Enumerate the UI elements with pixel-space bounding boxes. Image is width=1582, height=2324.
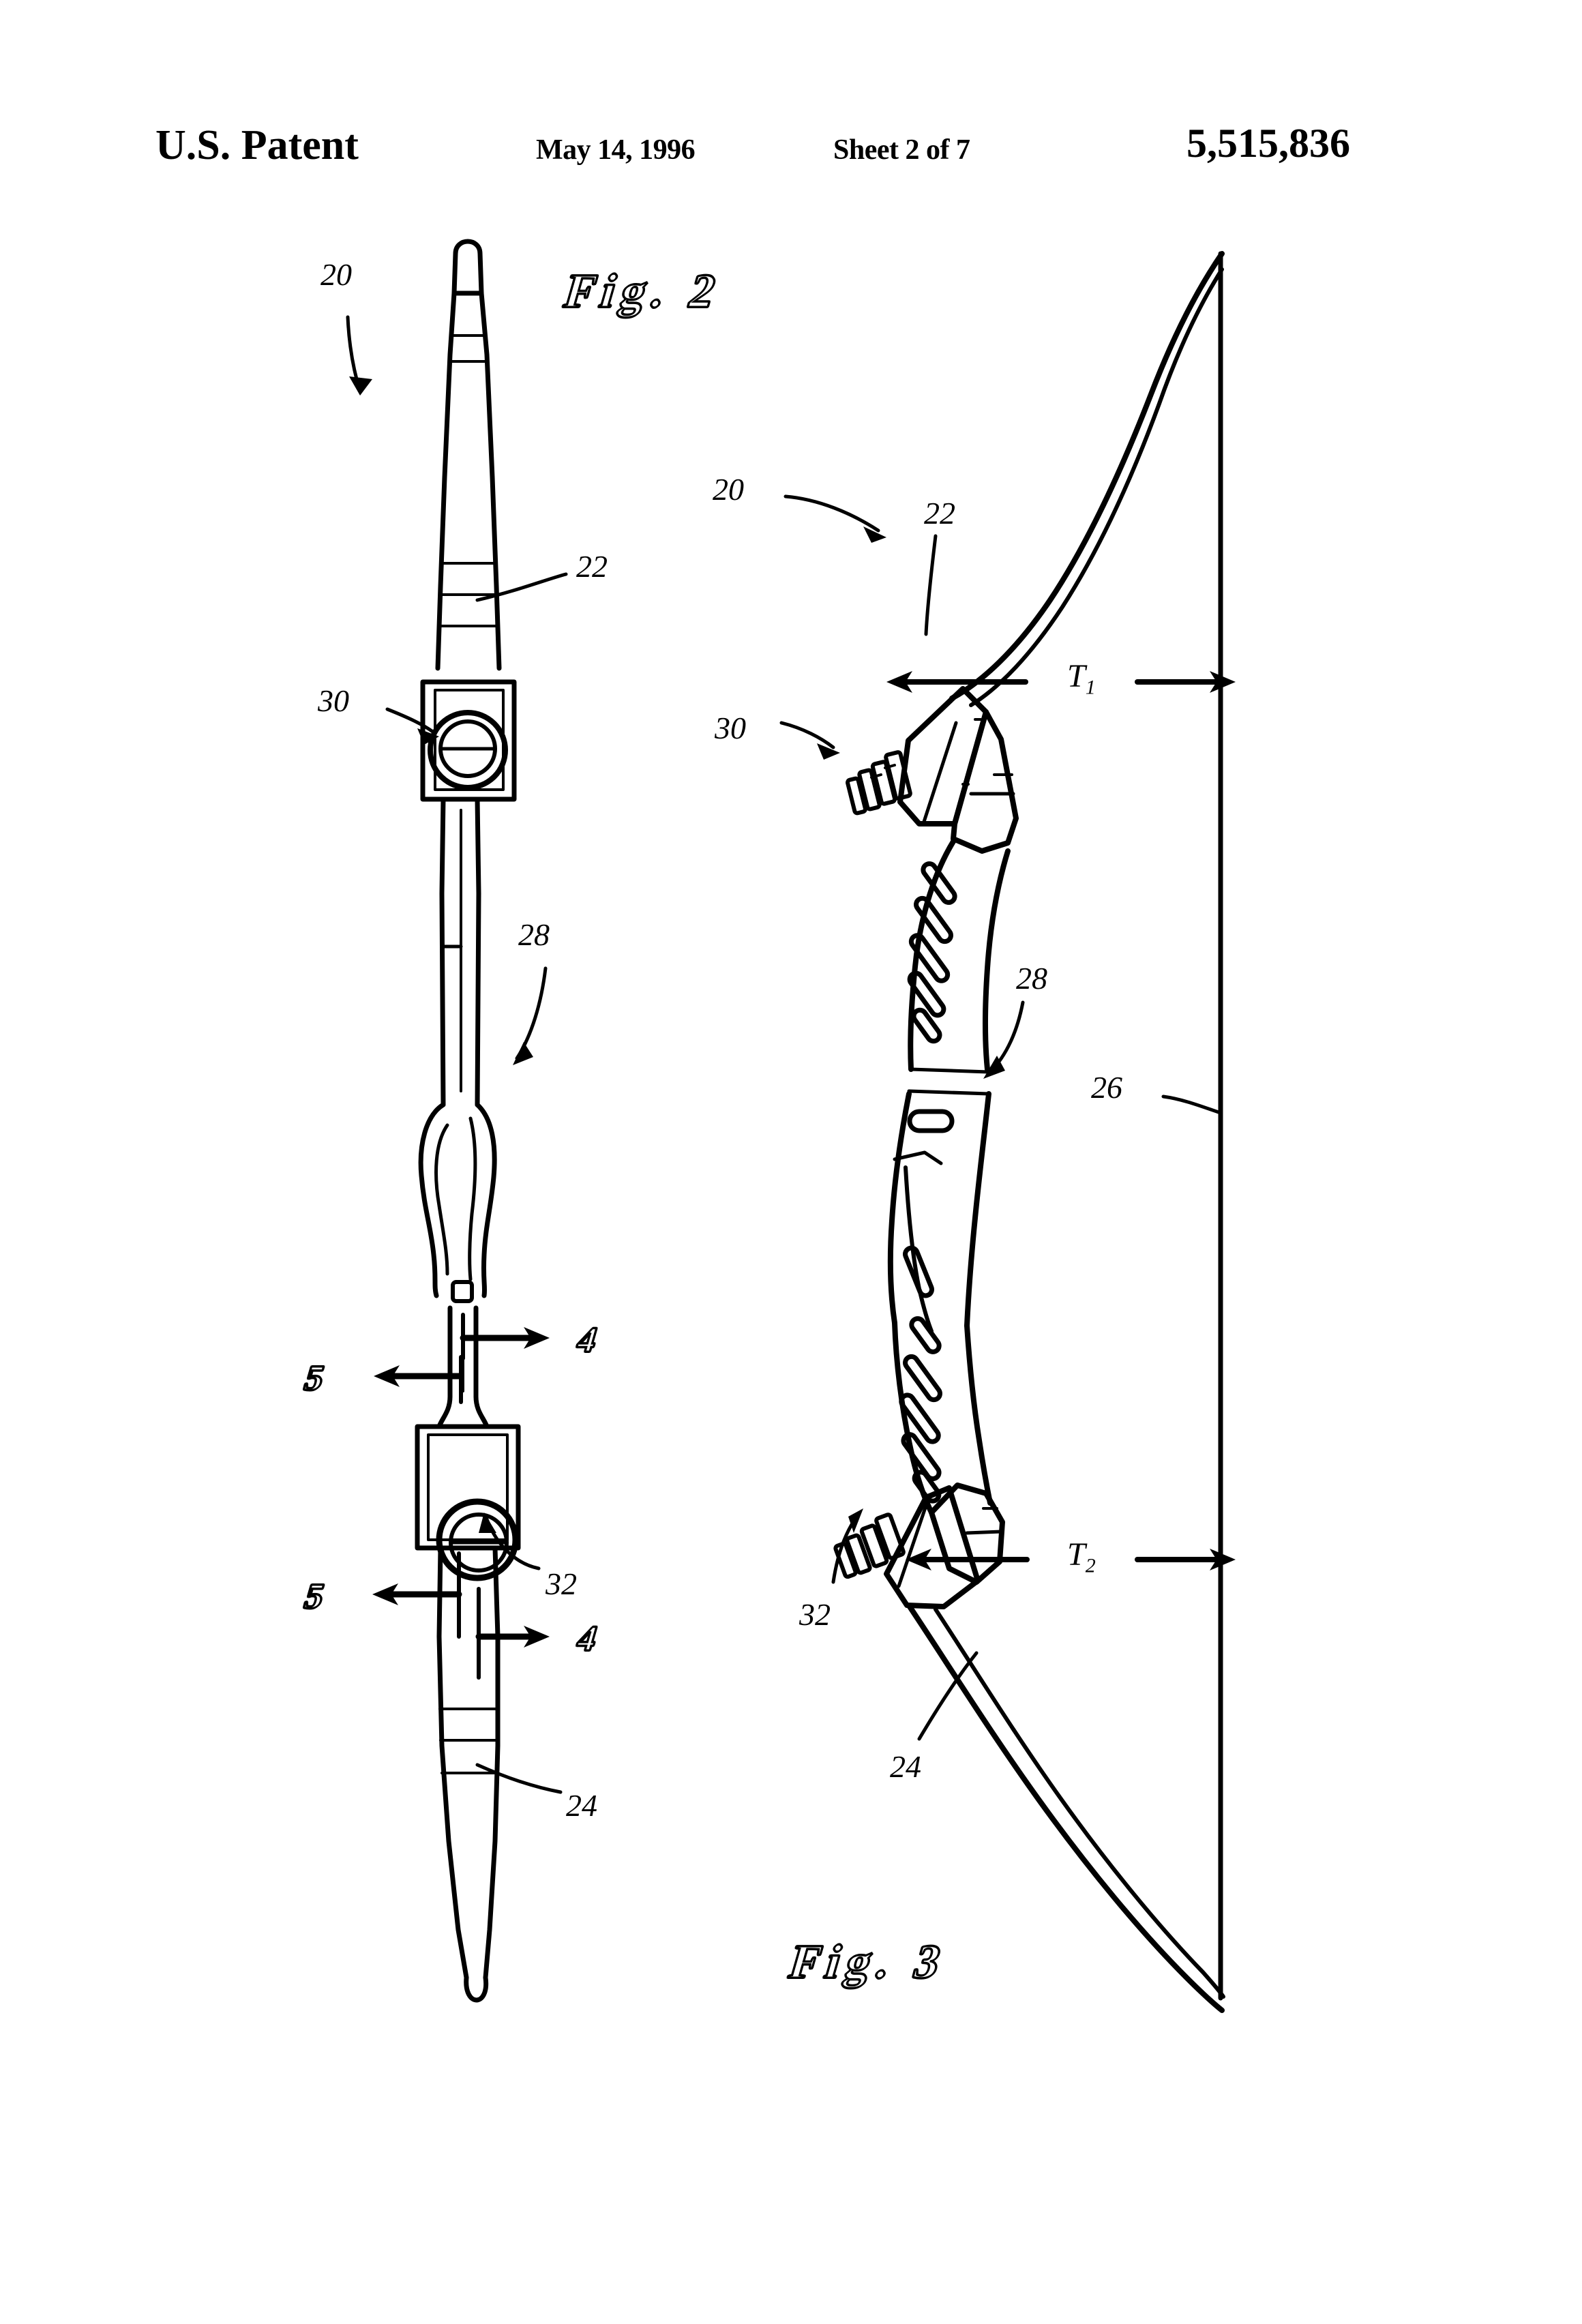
upper-limb-bolt-hardware xyxy=(846,750,912,816)
riser-grip-outline-right xyxy=(475,1102,497,1298)
lower-limb-bolt-hardware xyxy=(833,1513,906,1579)
reference-numeral-20-fig2: 20 xyxy=(320,257,352,292)
riser-sight-window xyxy=(451,1280,474,1303)
riser-upper-neck-left xyxy=(439,796,446,1107)
reference-numeral-28-fig2: 28 xyxy=(518,917,550,952)
leader-22-fig2 xyxy=(475,572,568,602)
dimension-label-t2: T2 xyxy=(1067,1538,1096,1577)
reference-numeral-30-fig3: 30 xyxy=(715,711,746,745)
leader-30-fig2 xyxy=(385,707,436,734)
upper-limb-bolt-outer xyxy=(428,710,508,790)
lower-riser-wedge-line xyxy=(965,1530,1003,1535)
upper-limb-pocket-face-line xyxy=(922,721,958,824)
reference-numeral-30-fig2: 30 xyxy=(318,683,349,718)
riser-mid-band-bottom xyxy=(907,1089,991,1096)
figure-3-caption: Fig. 3 xyxy=(783,1935,955,1990)
leader-32-fig3-arrowhead xyxy=(848,1508,863,1533)
riser-grip-outline-left xyxy=(418,1102,446,1298)
lower-limb-back-curve xyxy=(907,1604,1225,2013)
dim-t1-right-arrowhead xyxy=(1210,671,1236,693)
lower-limb-tip xyxy=(464,1975,489,2003)
dim-t1-left-arrowhead xyxy=(886,671,912,693)
patent-issue-date: May 14, 1996 xyxy=(536,134,696,166)
lower-limb-belly-curve xyxy=(934,1607,1225,1999)
riser-upper-body-right xyxy=(983,848,1011,1072)
riser-grip-inner-swell xyxy=(434,1123,449,1276)
section-arrow-4a-head xyxy=(524,1327,550,1349)
leader-28-fig3-arrowhead xyxy=(983,1056,1005,1079)
leader-20-fig3 xyxy=(783,494,880,533)
leader-30-fig2-arrowhead xyxy=(417,728,439,745)
upper-limb-pocket xyxy=(420,679,517,802)
upper-limb-left-edge xyxy=(435,290,457,671)
figure-2-bow-front-view xyxy=(346,239,568,2003)
patent-number: 5,515,836 xyxy=(1186,121,1350,166)
reference-numeral-22-fig2: 22 xyxy=(576,549,608,584)
lower-limb-pocket-face xyxy=(897,1504,928,1588)
upper-limb-belly-curve xyxy=(969,267,1224,707)
upper-riser-wedge xyxy=(951,709,1019,854)
reference-numeral-28-fig3: 28 xyxy=(1016,961,1047,996)
leader-28-fig2-arrowhead xyxy=(513,1042,533,1065)
leader-20-fig3-arrowhead xyxy=(863,526,886,543)
riser-grip-inner-right xyxy=(468,1116,477,1281)
reference-numeral-32-fig3: 32 xyxy=(799,1597,831,1632)
riser-lower-shaft-taper-left xyxy=(436,1394,453,1429)
riser-lower-shaft-taper-right xyxy=(473,1394,490,1429)
leader-26-fig3 xyxy=(1161,1094,1223,1115)
leader-24-fig3 xyxy=(917,1651,979,1741)
lower-limb-bolt-head xyxy=(449,1513,509,1573)
riser-lower-body-right xyxy=(964,1323,993,1506)
riser-mid-slot xyxy=(903,1245,934,1298)
leader-22-fig3 xyxy=(924,534,938,636)
leader-20-fig2-arrowhead xyxy=(349,376,372,396)
section-arrow-5b-head xyxy=(372,1583,398,1605)
reference-numeral-24-fig3: 24 xyxy=(890,1749,921,1784)
riser-upper-grooves xyxy=(907,861,957,1044)
riser-mid-body-right xyxy=(964,1091,991,1328)
riser-throat-contour xyxy=(904,1165,934,1333)
leader-24-fig2 xyxy=(475,1763,563,1794)
riser-lower-body-left xyxy=(892,1320,934,1515)
upper-limb-tip xyxy=(451,239,484,296)
riser-mid-band-top xyxy=(909,1067,991,1074)
figure-2-caption: Fig. 2 xyxy=(558,265,730,319)
riser-mid-body-left xyxy=(887,1091,912,1326)
lower-limb-right-edge xyxy=(483,1545,501,1980)
lower-riser-wedge xyxy=(929,1483,1005,1585)
reference-numeral-20-fig3: 20 xyxy=(713,472,744,507)
riser-shelf-notch xyxy=(893,1150,943,1165)
lower-limb-pocket-inner xyxy=(427,1433,509,1541)
dimension-t2-base: T xyxy=(1067,1536,1086,1573)
figure-3-bow-side-view xyxy=(779,251,1236,2013)
reference-numeral-22-fig3: 22 xyxy=(924,496,955,531)
dimension-t2-subscript: 2 xyxy=(1085,1554,1096,1577)
lower-limb-left-edge xyxy=(436,1545,469,1980)
upper-limb-right-edge xyxy=(479,290,502,671)
dim-t2-right-arrowhead xyxy=(1210,1549,1236,1570)
section-arrow-5a-head xyxy=(374,1365,400,1387)
section-arrow-4b-head xyxy=(524,1626,550,1648)
riser-upper-neck-right xyxy=(475,796,481,1107)
upper-limb-back-curve xyxy=(949,251,1225,701)
leader-30-fig3-arrowhead xyxy=(817,743,840,760)
lower-limb-pocket xyxy=(415,1424,521,1551)
riser-sight-window-slot xyxy=(907,1109,955,1133)
leader-28-fig2 xyxy=(515,966,548,1060)
reference-numeral-26-fig3: 26 xyxy=(1091,1070,1122,1105)
patent-header: U.S. Patent May 14, 1996 Sheet 2 of 7 5,… xyxy=(0,0,1582,205)
lower-limb-pocket-body xyxy=(884,1485,981,1609)
leader-32-fig2-arrowhead xyxy=(479,1513,496,1533)
patent-office-title: U.S. Patent xyxy=(155,122,359,168)
dimension-t1-subscript: 1 xyxy=(1085,676,1096,699)
dimension-label-t1: T1 xyxy=(1067,660,1096,698)
dim-t2-left-arrowhead xyxy=(906,1549,931,1570)
dimension-t1-base: T xyxy=(1067,658,1086,694)
lower-limb-bolt-outer xyxy=(436,1498,519,1581)
reference-numeral-32-fig2: 32 xyxy=(546,1566,577,1601)
patent-sheet-number: Sheet 2 of 7 xyxy=(833,134,970,166)
leader-30-fig3 xyxy=(779,721,835,749)
reference-numeral-24-fig2: 24 xyxy=(566,1788,597,1823)
